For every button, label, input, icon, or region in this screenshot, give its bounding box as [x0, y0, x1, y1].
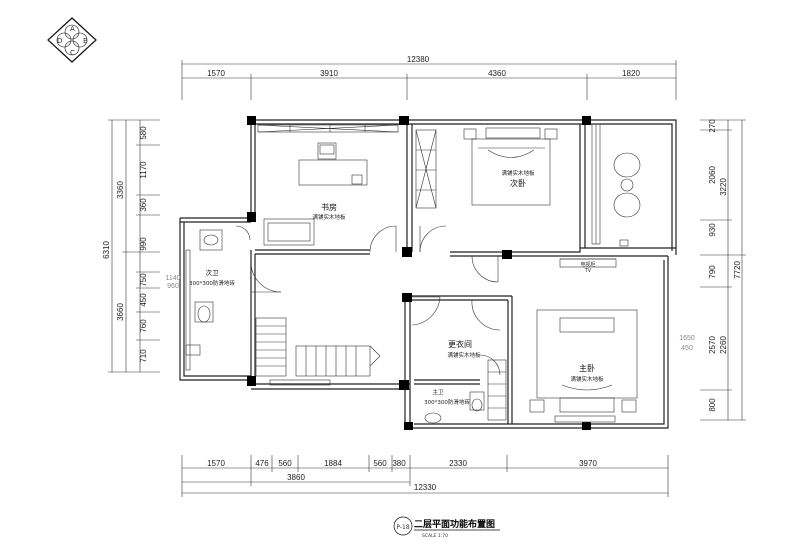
left-outer-dim: 6310	[102, 241, 111, 259]
drawing-scale: SCALE 1:70	[422, 533, 448, 539]
right-middle-dim: 2570	[708, 336, 717, 354]
bath2-fixtures	[185, 229, 223, 356]
bath2-dim-b: 960	[167, 283, 179, 290]
staircase	[255, 317, 381, 377]
top-dim-2: 3910	[320, 69, 338, 78]
windows	[185, 123, 616, 423]
left-dimensions	[108, 119, 160, 373]
compass-a: A	[70, 25, 75, 33]
left-lower-dim: 3660	[116, 303, 125, 321]
second-bath-name: 次卫	[206, 268, 220, 277]
master-bath-name: 主卫	[432, 388, 444, 396]
master-dim-b: 450	[681, 345, 693, 352]
right-upper-dim: 3220	[719, 178, 728, 196]
bottom-dim-6: 380	[392, 459, 406, 468]
master-bath-fixtures	[424, 359, 507, 424]
tv-label: TV	[584, 268, 592, 274]
right-dim-2060: 2060	[708, 166, 717, 184]
left-dim-760: 760	[139, 319, 148, 333]
left-dim-1170: 1170	[139, 161, 148, 179]
structural-columns	[247, 116, 591, 430]
bottom-subtotal-dim: 3860	[287, 473, 305, 482]
bottom-dim-2: 476	[255, 459, 269, 468]
top-dim-4: 1820	[622, 69, 640, 78]
study-name: 书房	[321, 202, 337, 212]
master-bedroom-name: 主卧	[579, 363, 595, 373]
tv-cabinet-label: 电视柜	[580, 261, 595, 268]
right-dim-790: 790	[708, 265, 717, 279]
top-dim-3: 4360	[488, 69, 506, 78]
bottom-dim-1: 1570	[207, 459, 225, 468]
drawing-title: 二层平面功能布置图	[414, 518, 495, 530]
right-dim-800: 800	[708, 398, 717, 412]
wardrobe	[415, 129, 437, 209]
master-bedroom-floor: 满铺实木地板	[570, 375, 604, 383]
left-dim-360: 360	[139, 198, 148, 212]
study-floor: 满铺实木地板	[312, 213, 346, 221]
bottom-total-dim: 12330	[414, 483, 437, 492]
compass-icon: A B C D	[47, 17, 97, 63]
sheet-number: P-18	[396, 524, 409, 531]
bottom-dim-5: 560	[373, 459, 387, 468]
study-furniture	[263, 142, 368, 246]
drawing-title-block: P-18 二层平面功能布置图 SCALE 1:70	[393, 516, 500, 539]
left-dim-710: 710	[139, 349, 148, 363]
bed-master	[529, 258, 638, 413]
compass-d: D	[57, 37, 62, 45]
bath2-dim-a: 1140	[165, 275, 180, 282]
left-dim-750: 750	[139, 273, 148, 287]
top-dimensions	[181, 60, 677, 100]
right-dimensions	[700, 119, 746, 421]
closet-name: 更衣间	[448, 339, 472, 349]
compass-b: B	[83, 37, 88, 45]
compass-c: C	[70, 49, 75, 57]
second-bedroom-name: 次卧	[510, 178, 526, 188]
bottom-dim-3: 560	[278, 459, 292, 468]
second-bedroom-floor: 满铺实木地板	[501, 169, 535, 177]
bottom-dim-7: 2330	[449, 459, 467, 468]
left-dim-580: 580	[139, 126, 148, 140]
master-bath-floor: 300*300防滑地砖	[424, 398, 470, 406]
left-upper-dim: 3360	[116, 181, 125, 199]
top-total-dim: 12380	[407, 55, 430, 64]
lounge-chairs	[613, 152, 641, 247]
master-dim-a: 1650	[679, 335, 695, 342]
left-dim-990: 990	[139, 237, 148, 251]
second-bath-floor: 300*300防滑地砖	[189, 279, 235, 287]
bed-second-bedroom	[463, 127, 558, 206]
top-dim-1: 1570	[207, 69, 225, 78]
left-dim-450: 450	[139, 293, 148, 307]
right-outer-dim: 7720	[733, 261, 742, 279]
closet-floor: 满铺实木地板	[447, 351, 481, 359]
right-dim-270: 270	[708, 119, 717, 133]
right-lower-dim: 2260	[719, 336, 728, 354]
exterior-walls	[179, 119, 677, 429]
right-dim-930: 930	[708, 223, 717, 237]
bottom-dim-4: 1884	[324, 459, 342, 468]
bottom-dimensions	[181, 455, 669, 497]
bottom-dim-8: 3970	[579, 459, 597, 468]
